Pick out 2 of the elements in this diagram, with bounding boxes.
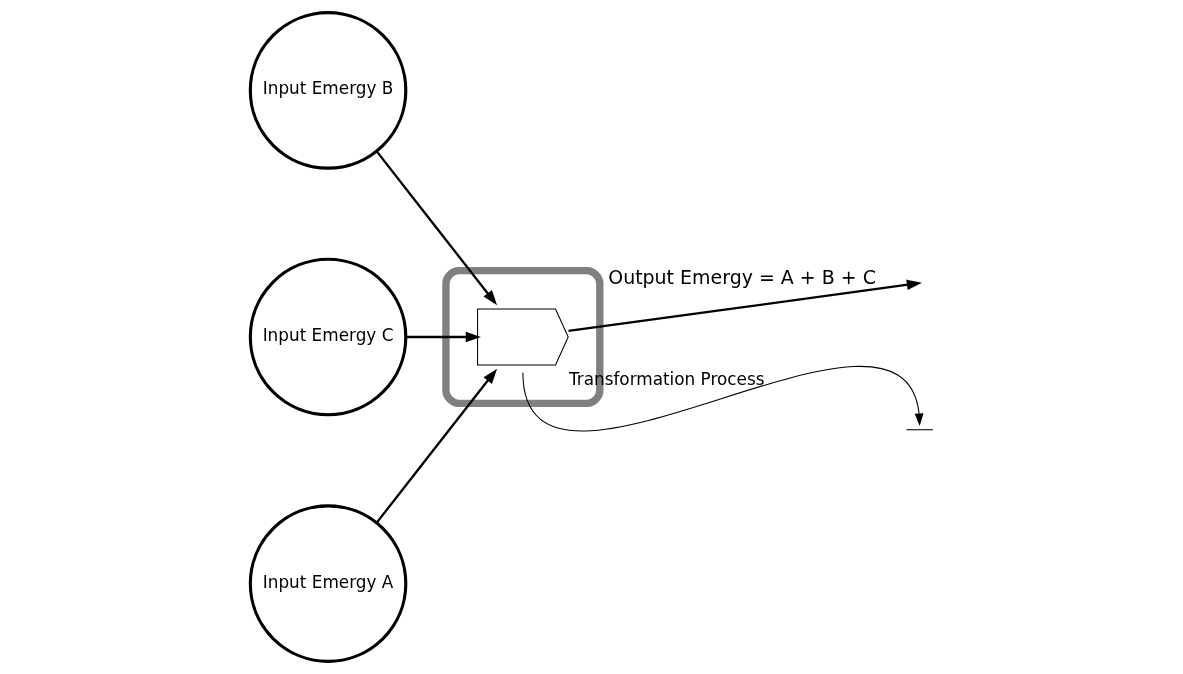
node-label: Transformation Process	[568, 368, 765, 389]
edge-label: Output Emergy = A + B + C	[608, 265, 876, 288]
